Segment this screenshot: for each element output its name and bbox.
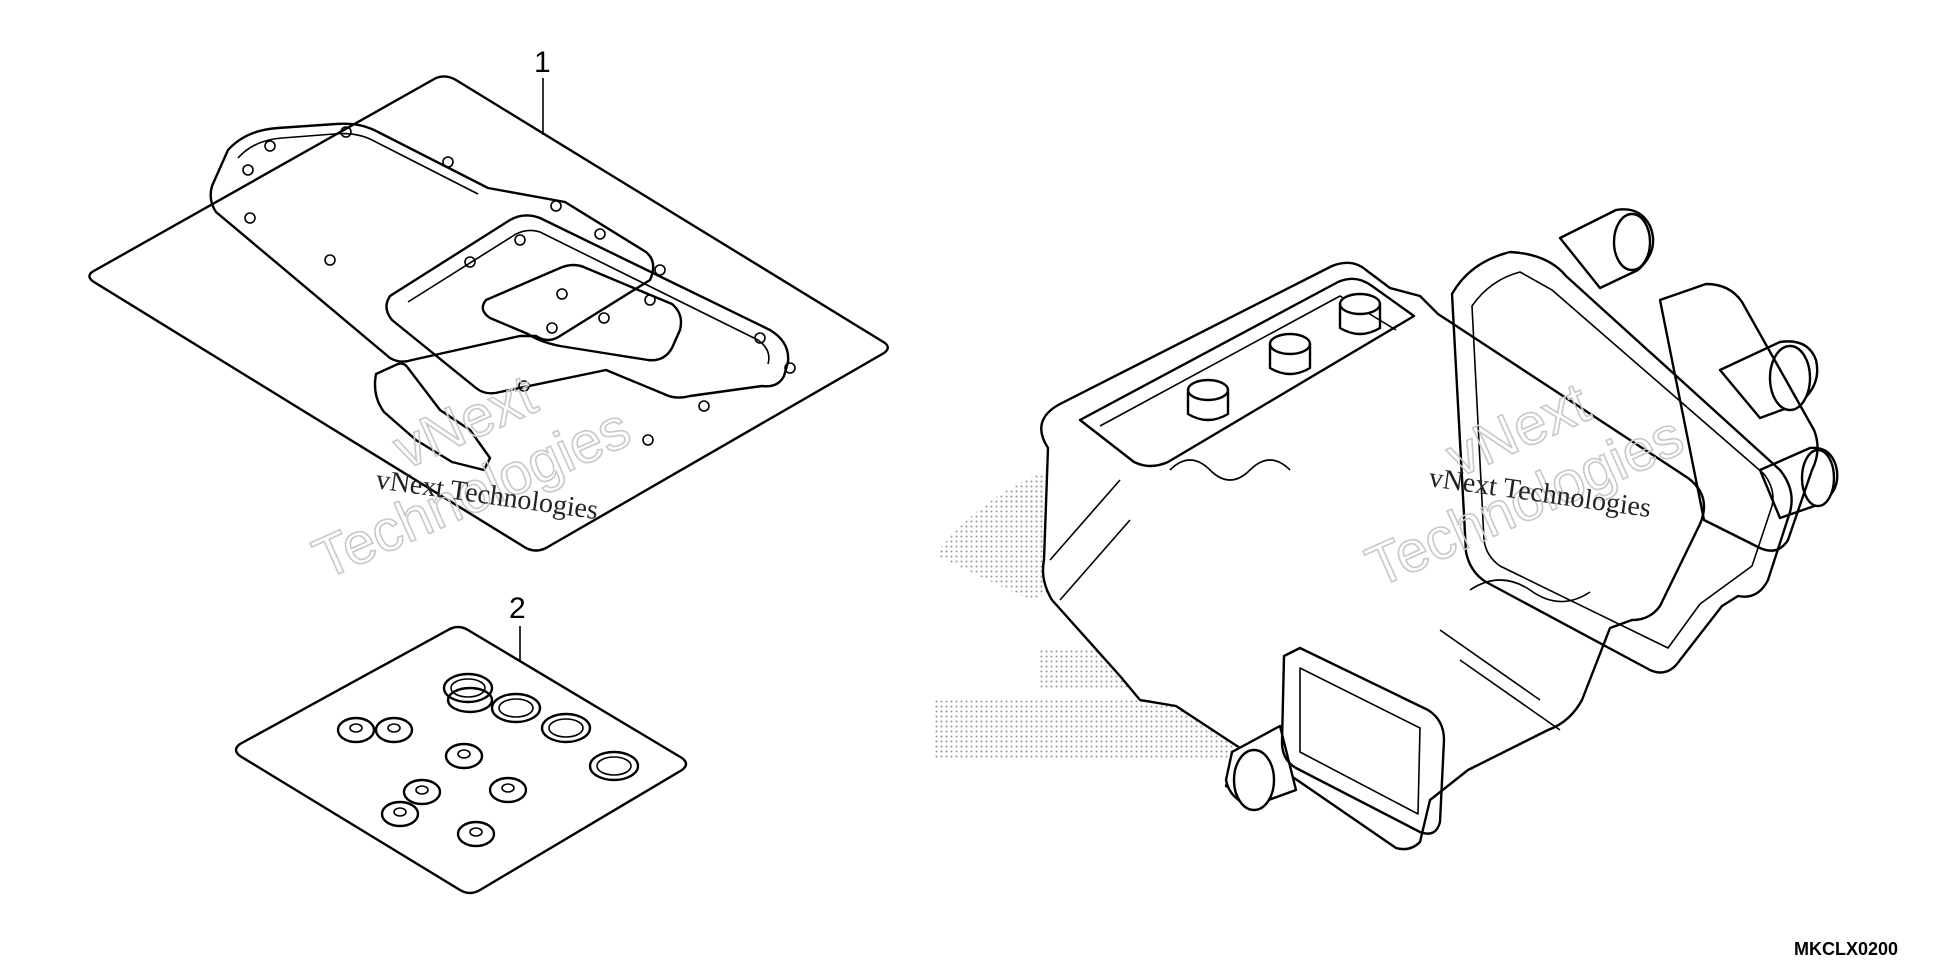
diagram-code: MKCLX0200 bbox=[1793, 939, 1898, 959]
sealing-washers bbox=[336, 716, 528, 848]
callout-part-1: 1 bbox=[534, 46, 551, 79]
engine-illustration bbox=[1040, 208, 1839, 851]
intake-pipes bbox=[1224, 208, 1839, 812]
callout-part-2: 2 bbox=[509, 592, 526, 625]
gasket-kit-a-illustration bbox=[88, 75, 889, 552]
o-rings bbox=[442, 672, 640, 782]
bolt-holes bbox=[242, 126, 796, 446]
o-ring-kit-illustration bbox=[234, 625, 688, 895]
cylinder-caps bbox=[1186, 292, 1382, 422]
